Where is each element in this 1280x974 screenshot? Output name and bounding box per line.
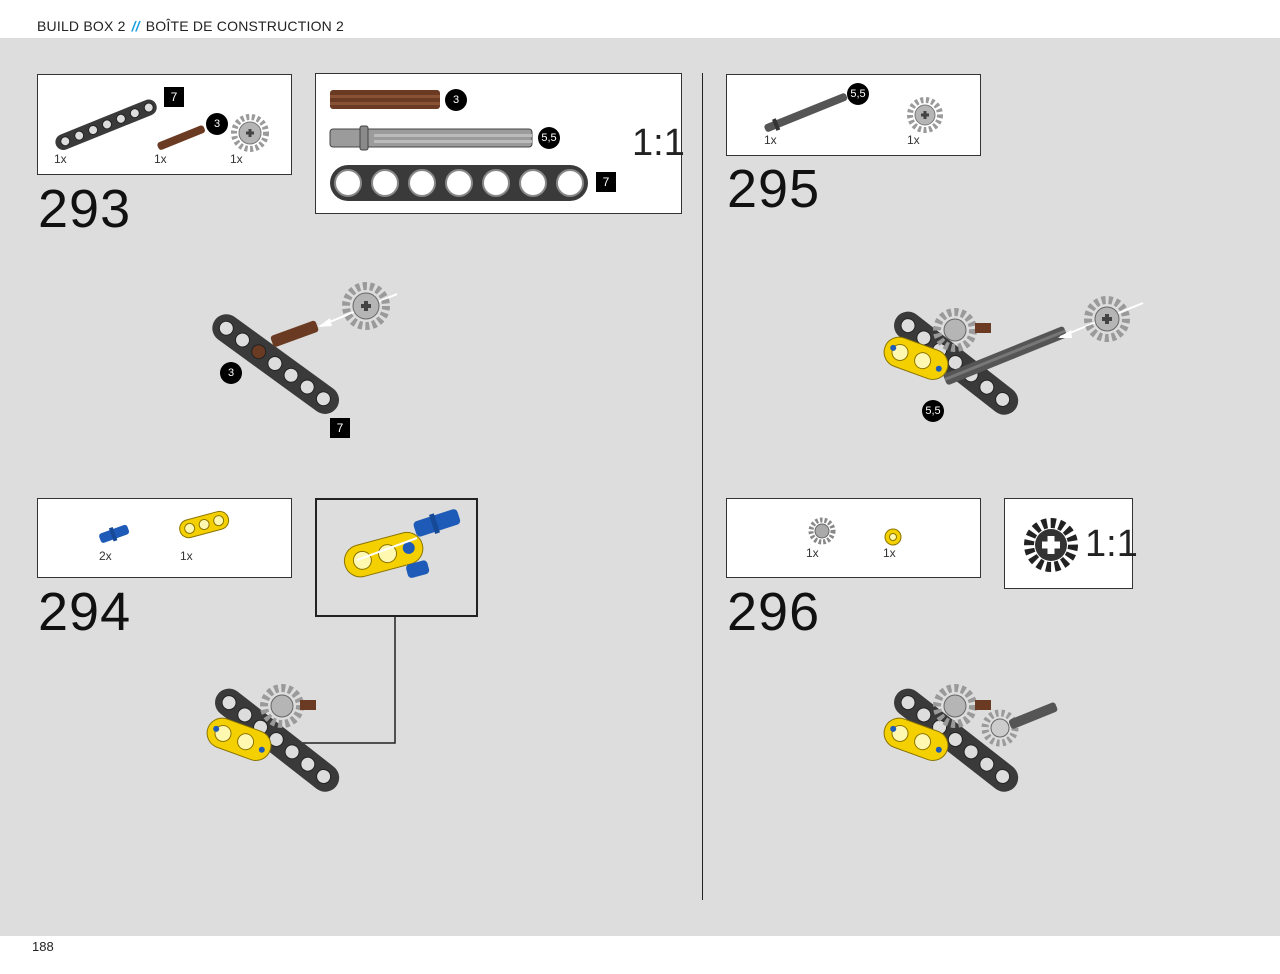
assembly-axle-badge: 5,5 — [922, 400, 944, 422]
page-footer: 188 — [0, 936, 1280, 974]
qty-beam: 1x — [54, 152, 67, 166]
step-number-293: 293 — [38, 179, 132, 239]
qty-gear: 1x — [907, 133, 920, 147]
blue-pin-icon — [99, 524, 130, 543]
ref-beam-7-badge: 7 — [596, 172, 616, 192]
header-right-text: BOÎTE DE CONSTRUCTION 2 — [145, 18, 345, 34]
axle-3-icon — [330, 90, 440, 109]
gear-1-1-icon — [1024, 518, 1078, 572]
parts-box-294: 2x 1x — [37, 498, 292, 578]
assembly-293-illustration — [212, 282, 398, 414]
axle-icon — [764, 93, 848, 132]
parts-box-293: 7 3 1x 1x 1x — [37, 74, 292, 175]
gear-icon — [231, 114, 269, 152]
scale-label-296: 1:1 — [1085, 523, 1138, 565]
qty-blue-pin: 2x — [99, 549, 112, 563]
reference-box-296: 1:1 — [1004, 498, 1138, 589]
column-divider — [702, 73, 703, 900]
qty-gear: 1x — [230, 152, 243, 166]
axle-icon — [157, 125, 205, 150]
assembly-beam-badge: 7 — [330, 418, 350, 438]
beam-7-icon — [330, 165, 588, 201]
assembly-axle-badge: 3 — [220, 362, 242, 384]
page-header: BUILD BOX 2 // BOÎTE DE CONSTRUCTION 2 — [0, 0, 1280, 38]
yellow-connector-icon — [179, 510, 230, 539]
parts-illustration-296 — [808, 517, 902, 546]
step-number-294: 294 — [38, 582, 132, 642]
axle-length-badge: 5,5 — [847, 83, 869, 105]
qty-axle: 1x — [764, 133, 777, 147]
parts-box-295: 5,5 1x 1x — [726, 74, 981, 156]
small-gear-icon — [808, 517, 836, 545]
parts-illustration-295 — [764, 93, 943, 133]
assembly-295-illustration — [883, 296, 1144, 415]
step-number-295: 295 — [727, 159, 821, 219]
reference-box-293: 3 5,5 7 1:1 — [315, 73, 685, 214]
qty-axle: 1x — [154, 152, 167, 166]
ref-axle-5-5-badge: 5,5 — [538, 127, 560, 149]
qty-yellow-connector: 1x — [180, 549, 193, 563]
reference-illustration — [329, 90, 588, 201]
page-number: 188 — [32, 939, 54, 954]
axle-length-badge: 3 — [206, 113, 228, 135]
scale-label: 1:1 — [632, 122, 685, 164]
assembly-294-illustration — [206, 684, 340, 792]
beam-length-badge: 7 — [164, 87, 184, 107]
parts-box-296: 1x 1x — [726, 498, 981, 578]
gear-icon — [907, 97, 943, 133]
qty-yellow-bush: 1x — [883, 546, 896, 560]
header-separator: // — [131, 18, 140, 34]
step-number-296: 296 — [727, 582, 821, 642]
parts-illustration-294 — [99, 510, 230, 543]
axle-5-5-icon — [329, 125, 533, 151]
subassembly-box-294 — [315, 498, 478, 617]
beam-icon — [55, 99, 157, 151]
subassembly-illustration-294 — [343, 509, 461, 578]
yellow-bush-icon — [884, 528, 902, 546]
reference-gear-illustration — [1024, 518, 1078, 572]
header-title: BUILD BOX 2 // BOÎTE DE CONSTRUCTION 2 — [37, 18, 344, 34]
parts-illustration-293 — [55, 99, 269, 152]
ref-axle-3-badge: 3 — [445, 89, 467, 111]
qty-small-gear: 1x — [806, 546, 819, 560]
header-left-text: BUILD BOX 2 — [37, 18, 126, 34]
assembly-296-illustration — [883, 684, 1058, 792]
